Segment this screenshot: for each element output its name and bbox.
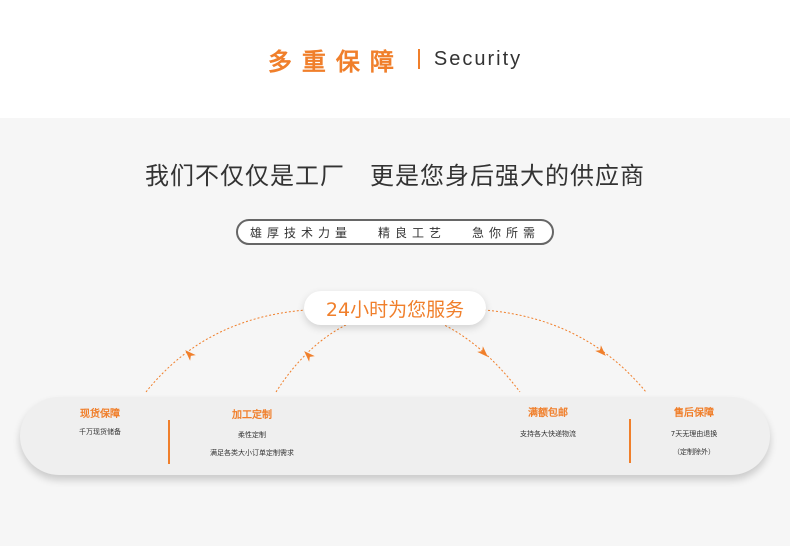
strength-item: 雄厚技术力量 [249,225,352,240]
feature-stock: 现货保障 千万现货储备 [60,405,140,437]
feature-title: 加工定制 [232,410,272,421]
arc-inner-right [437,321,521,393]
arc-outer-right [483,309,647,393]
feature-custom: 加工定制 柔性定制 满足各类大小订单定制需求 [192,406,312,458]
strengths-pill: 雄厚技术力量 精良工艺 急你所需 [236,219,554,245]
feature-line: 满足各类大小订单定制需求 [210,449,294,457]
feature-divider [168,420,170,464]
section-heading: 多重保障 Security [0,42,790,76]
feature-line: 7天无理由退换 [670,430,718,438]
connector-arcs [145,309,647,393]
arc-inner-left [275,321,353,393]
feature-line: 支持各大快递物流 [520,430,576,438]
heading-title-cn: 多重保障 [267,47,404,76]
heading-title-en: Security [433,47,523,70]
feature-divider [629,419,631,463]
feature-line: 柔性定制 [238,431,266,439]
strength-item: 精良工艺 [377,225,446,240]
service-badge: 24小时为您服务 [304,291,486,325]
arrow-icon [304,351,315,362]
arrow-icon [477,346,488,357]
tagline: 我们不仅仅是工厂 更是您身后强大的供应商 [145,162,645,190]
feature-shipping: 满额包邮 支持各大快递物流 [500,404,596,439]
feature-title: 满额包邮 [528,408,568,419]
strength-item: 急你所需 [472,225,541,240]
feature-title: 售后保障 [674,408,714,419]
feature-title: 现货保障 [80,409,120,420]
heading-divider [417,49,420,69]
feature-line: 千万现货储备 [79,428,121,436]
feature-aftersales: 售后保障 7天无理由退换 （定制除外） [650,404,738,457]
features-band [20,397,770,475]
arrow-icon [595,345,606,356]
arrow-icon [185,350,196,361]
top-section: 多重保障 Security [0,0,790,118]
arc-outer-left [145,309,307,393]
feature-line: （定制除外） [673,448,715,456]
